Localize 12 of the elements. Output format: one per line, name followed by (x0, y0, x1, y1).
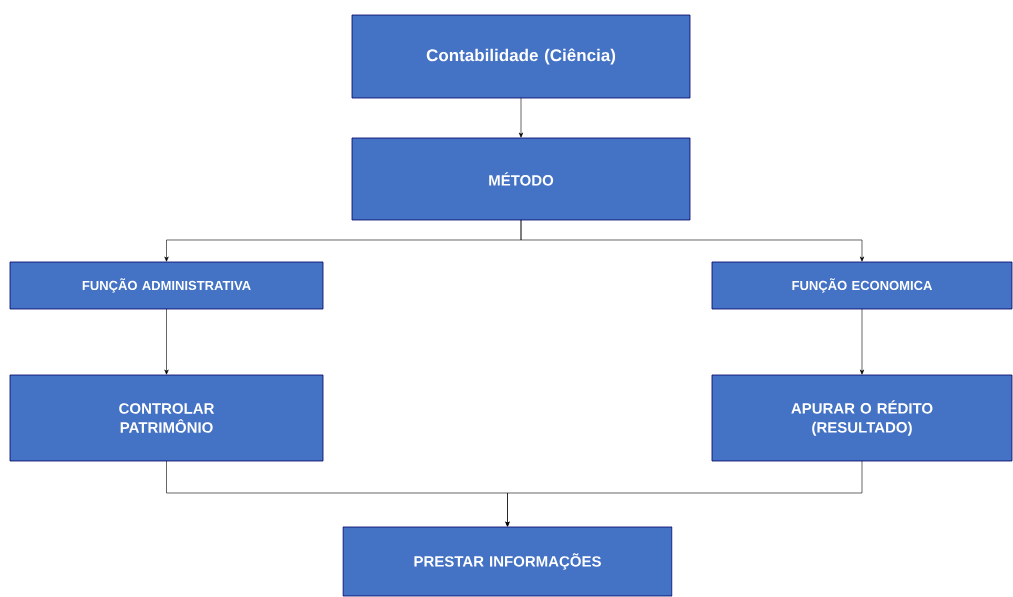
process-box: MÉTODO (351, 137, 691, 221)
process-box: CONTROLAR PATRIMÔNIO (9, 374, 324, 462)
process-box: APURAR O RÉDITO (RESULTADO) (711, 374, 1013, 462)
process-box: Contabilidade (Ciência) (351, 14, 691, 99)
process-box: PRESTAR INFORMAÇÕES (342, 526, 673, 597)
process-box: FUNÇÃO ADMINISTRATIVA (9, 261, 324, 310)
process-box: FUNÇÃO ECONOMICA (711, 261, 1013, 310)
arrow (859, 308, 865, 375)
arrow (505, 460, 863, 527)
arrow (164, 308, 169, 375)
arrow (520, 219, 865, 262)
arrow (518, 97, 524, 138)
